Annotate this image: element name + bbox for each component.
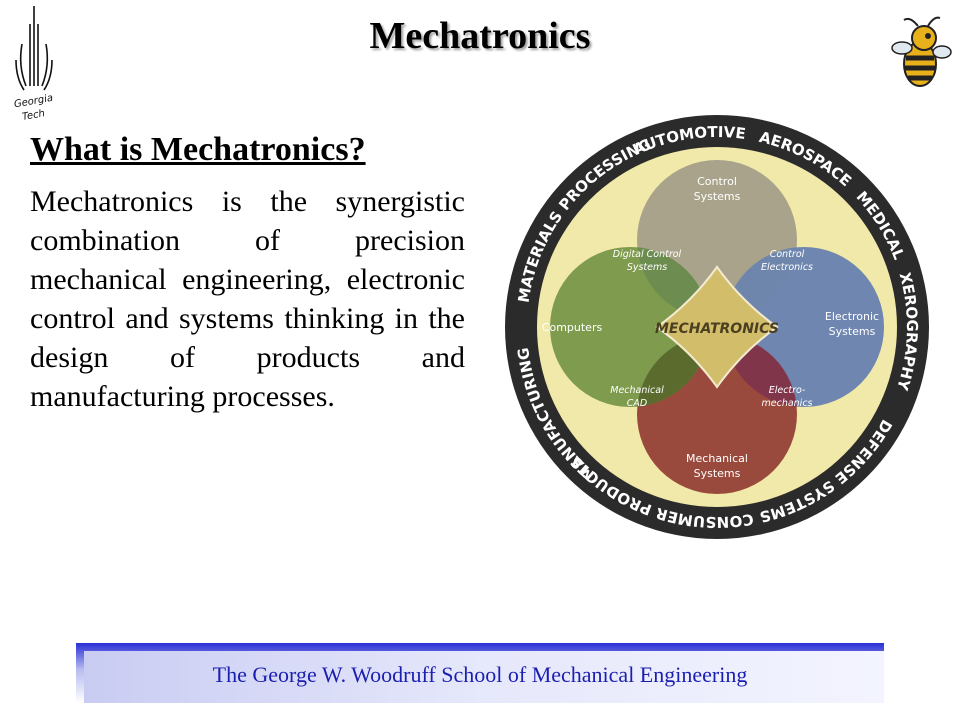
georgia-tech-logo: Georgia Tech bbox=[13, 6, 54, 123]
content-heading: What is Mechatronics? bbox=[30, 131, 366, 168]
footer-bar bbox=[76, 643, 884, 703]
overlap-top-right-label-2: Electronics bbox=[761, 262, 813, 273]
overlap-bottom-right bbox=[724, 334, 797, 407]
overlap-bottom-left bbox=[637, 334, 710, 407]
yellow-jacket-mascot-icon bbox=[891, 16, 952, 87]
center-mechatronics-shape bbox=[655, 265, 779, 389]
overlap-bottom-left-label-1: Mechanical bbox=[610, 385, 664, 396]
overlap-top-left bbox=[637, 247, 710, 320]
overlap-bottom-right-label-2: mechanics bbox=[762, 398, 813, 409]
overlap-top-left-label-1: Digital Control bbox=[613, 249, 682, 260]
overlap-bottom-left-label-2: CAD bbox=[627, 398, 647, 409]
overlap-top-right bbox=[724, 247, 797, 320]
logo-line-1: Georgia bbox=[13, 93, 54, 111]
circle-left-label: Computers bbox=[542, 321, 603, 334]
circle-bottom-label-2: Systems bbox=[694, 467, 741, 480]
content-body: Mechatronics is the synergistic combinat… bbox=[30, 185, 465, 413]
circle-right-label-1: Electronic bbox=[825, 310, 879, 323]
overlap-top-right-label-1: Control bbox=[770, 249, 805, 260]
circle-right-label-2: Systems bbox=[829, 325, 876, 338]
overlap-top-left-label-2: Systems bbox=[627, 262, 667, 273]
overlap-bottom-right-label-1: Electro- bbox=[769, 385, 806, 396]
logo-line-2: Tech bbox=[21, 108, 45, 123]
footer-text: The George W. Woodruff School of Mechani… bbox=[212, 662, 748, 687]
mechatronics-diagram: MECHATRONICS Control Systems Electronic … bbox=[505, 115, 929, 539]
circle-bottom-label-1: Mechanical bbox=[686, 452, 748, 465]
slide-title: Mechatronics bbox=[369, 15, 591, 57]
circle-top-label-2: Systems bbox=[694, 190, 741, 203]
circle-top-label-1: Control bbox=[697, 175, 737, 188]
center-label: MECHATRONICS bbox=[655, 321, 779, 337]
